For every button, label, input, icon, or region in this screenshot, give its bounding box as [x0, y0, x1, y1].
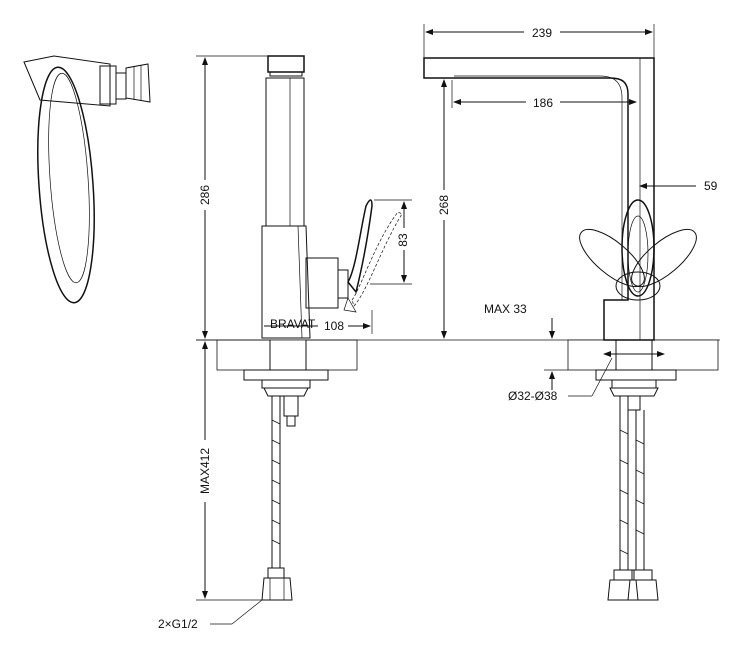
top-view: [23, 55, 151, 304]
brand-mark: BRAVAT: [270, 317, 316, 331]
dim-reach-186: 186: [533, 96, 553, 110]
dim-max-412: MAX412: [198, 448, 212, 494]
dim-lever-108: 108: [324, 319, 344, 333]
handle-petals: [579, 199, 697, 301]
side-view: BRAVAT 286 MAX412 2×G1/2 83: [158, 55, 412, 631]
front-view: 239 186 59 268 MAX 33 Ø32-Ø38: [423, 24, 719, 601]
dim-hole-diameter: Ø32-Ø38: [508, 389, 558, 403]
dim-lever-83: 83: [396, 233, 410, 247]
dim-spout-239: 239: [532, 26, 552, 40]
connection-label: 2×G1/2: [158, 617, 198, 631]
dim-height-286: 286: [198, 185, 212, 205]
dim-height-268: 268: [437, 195, 451, 215]
dim-offset-59: 59: [704, 179, 718, 193]
dim-max-33: MAX 33: [484, 302, 527, 316]
